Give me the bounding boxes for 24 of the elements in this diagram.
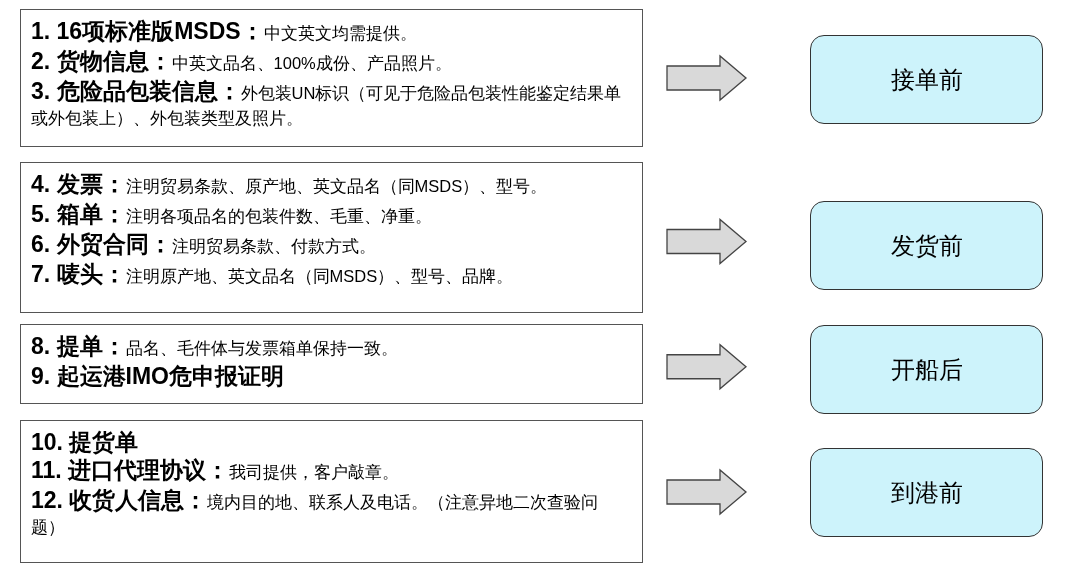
document-list-box — [20, 324, 643, 404]
stage-box: 开船后 — [810, 325, 1043, 414]
block-arrow — [666, 54, 747, 102]
list-item: 12. 收货人信息：境内目的地、联系人及电话。（注意异地二次查验问题） — [31, 488, 600, 538]
stage-box: 到港前 — [810, 448, 1043, 537]
list-item: 6. 外贸合同：注明贸易条款、付款方式。 — [31, 232, 377, 259]
list-item: 11. 进口代理协议：我司提供，客户敲章。 — [31, 458, 401, 485]
block-arrow — [666, 218, 747, 265]
list-item: 8. 提单：品名、毛件体与发票箱单保持一致。 — [31, 334, 399, 361]
list-item: 3. 危险品包装信息：外包装UN标识（可见于危险品包装性能鉴定结果单或外包装上）、外包装类型及照片。 — [31, 79, 623, 129]
list-item: 10. 提货单 — [31, 430, 140, 455]
document-list-box — [20, 9, 643, 147]
list-item: 1. 16项标准版MSDS：中文英文均需提供。 — [31, 19, 418, 46]
list-item: 5. 箱单：注明各项品名的包装件数、毛重、净重。 — [31, 202, 433, 229]
block-arrow — [666, 343, 747, 391]
block-arrow — [666, 468, 747, 516]
stage-box: 接单前 — [810, 35, 1043, 124]
document-list-box — [20, 162, 643, 313]
list-item: 2. 货物信息：中英文品名、100%成份、产品照片。 — [31, 49, 453, 76]
stage-box: 发货前 — [810, 201, 1043, 290]
document-list-box — [20, 420, 643, 563]
list-item: 9. 起运港IMO危申报证明 — [31, 364, 285, 389]
list-item: 4. 发票：注明贸易条款、原产地、英文品名（同MSDS）、型号。 — [31, 172, 549, 199]
list-item: 7. 唛头：注明原产地、英文品名（同MSDS）、型号、品牌。 — [31, 262, 515, 289]
